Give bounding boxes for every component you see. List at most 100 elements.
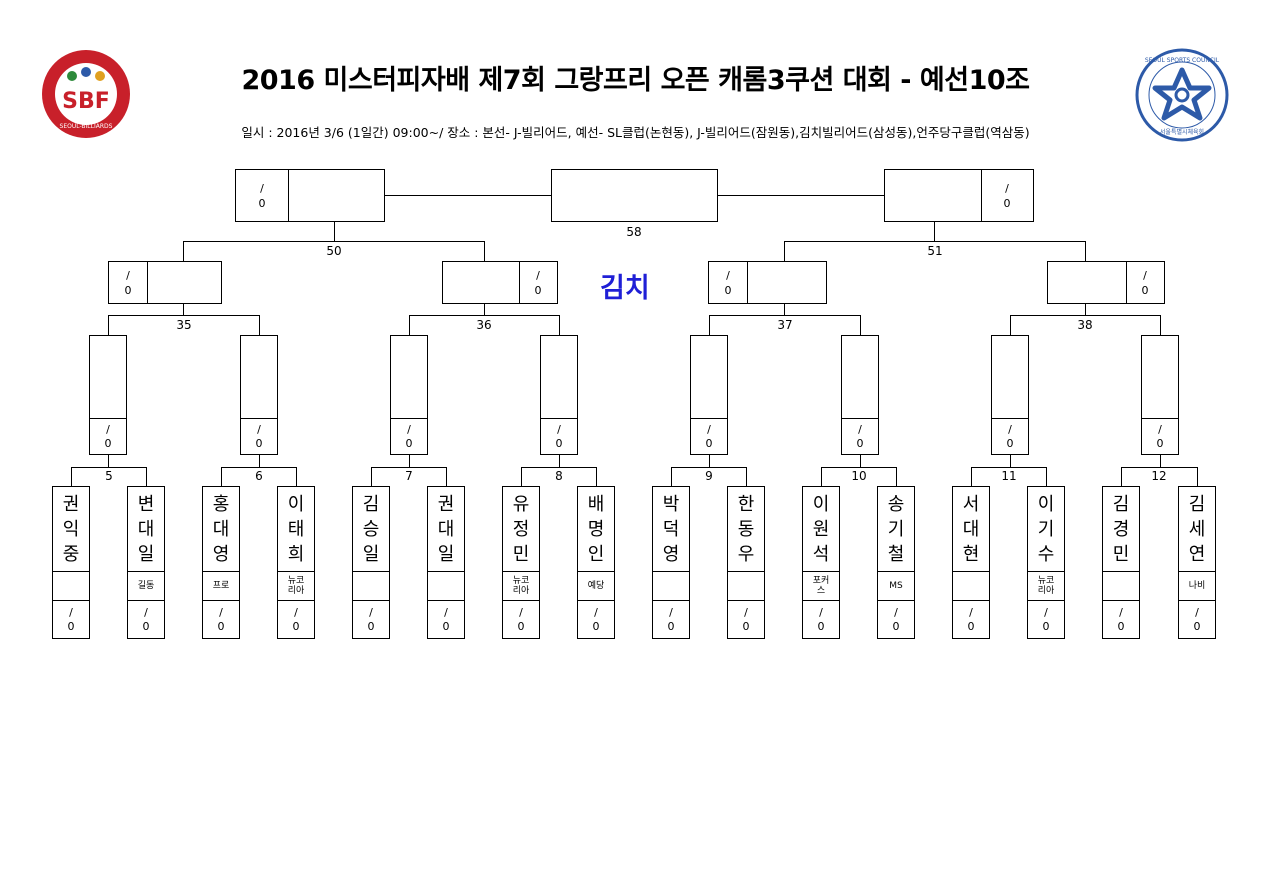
round2-slot: / 0 [390, 335, 428, 455]
bracket-line [296, 467, 297, 486]
player-name: 유 정 민 [512, 494, 530, 565]
svg-text:서울특별시체육회: 서울특별시체육회 [1160, 128, 1204, 136]
player-club: 포커 스 [803, 571, 839, 601]
bracket-line [971, 467, 1046, 468]
svg-text:SBF: SBF [62, 89, 110, 114]
semifinal-slot: / 0 [442, 261, 558, 304]
slot-score: / 0 [992, 418, 1028, 454]
round2-slot: / 0 [841, 335, 879, 455]
svg-text:SEOUL-BILLIARDS: SEOUL-BILLIARDS [60, 123, 113, 130]
player-club [53, 571, 89, 601]
player-club: 뉴코 리아 [503, 571, 539, 601]
player-name: 이 기 수 [1037, 494, 1055, 565]
player-club: 길동 [128, 571, 164, 601]
bracket-line [784, 241, 785, 261]
round2-slot: / 0 [540, 335, 578, 455]
match-number: 51 [927, 244, 943, 258]
player-score: / 0 [742, 606, 750, 633]
bracket-line [1010, 315, 1160, 316]
match-number: 38 [1077, 318, 1093, 332]
player-club [653, 571, 689, 601]
slot-score: / 0 [1141, 269, 1149, 297]
bracket-line [1010, 455, 1011, 467]
player-card: 권 대 일/ 0 [427, 486, 465, 639]
match-number: 11 [1001, 469, 1017, 483]
bracket-line [896, 467, 897, 486]
semifinal-slot: / 0 [708, 261, 827, 304]
bracket-line [1121, 467, 1197, 468]
player-score: / 0 [517, 606, 525, 633]
match-number: 7 [405, 469, 413, 483]
match-number: 9 [705, 469, 713, 483]
player-card: 한 동 우/ 0 [727, 486, 765, 639]
bracket-line [709, 315, 860, 316]
bracket-line [446, 467, 447, 486]
player-score: / 0 [442, 606, 450, 633]
player-score: / 0 [1042, 606, 1050, 633]
bracket-line [108, 455, 109, 467]
player-club [728, 571, 764, 601]
slot-score: / 0 [1003, 182, 1011, 210]
sbf-logo: SBF SEOUL-BILLIARDS [40, 48, 132, 140]
bracket-line [221, 467, 222, 486]
final-slot-left: / 0 [235, 169, 385, 222]
bracket-line [108, 315, 259, 316]
bracket-line [746, 467, 747, 486]
bracket-line [1085, 304, 1086, 315]
bracket-line [559, 315, 560, 335]
match-number: 12 [1151, 469, 1167, 483]
player-name: 권 익 중 [62, 494, 80, 565]
slot-score: / 0 [258, 182, 266, 210]
player-card: 박 덕 영/ 0 [652, 486, 690, 639]
player-score: / 0 [967, 606, 975, 633]
player-name: 서 대 현 [962, 494, 980, 565]
bracket-line [108, 315, 109, 335]
player-club: 뉴코 리아 [278, 571, 314, 601]
svg-text:SEOUL SPORTS COUNCIL: SEOUL SPORTS COUNCIL [1145, 57, 1220, 64]
bracket-line [971, 467, 972, 486]
bracket-line [709, 315, 710, 335]
final-slot-right: / 0 [884, 169, 1034, 222]
bracket-line [385, 195, 551, 196]
player-name: 송 기 철 [887, 494, 905, 565]
player-score: / 0 [817, 606, 825, 633]
bracket-line [146, 467, 147, 486]
player-club: 예당 [578, 571, 614, 601]
bracket-line [1010, 315, 1011, 335]
bracket-line [371, 467, 372, 486]
bracket-line [521, 467, 596, 468]
player-name: 이 원 석 [812, 494, 830, 565]
bracket-line [860, 315, 861, 335]
round2-slot: / 0 [240, 335, 278, 455]
player-score: / 0 [292, 606, 300, 633]
bracket-line [559, 455, 560, 467]
slot-score: / 0 [391, 418, 427, 454]
player-score: / 0 [1193, 606, 1201, 633]
bracket-line [409, 315, 410, 335]
champion-slot [551, 169, 718, 222]
bracket-line [409, 315, 559, 316]
bracket-line [1046, 467, 1047, 486]
round2-slot: / 0 [690, 335, 728, 455]
player-score: / 0 [667, 606, 675, 633]
player-club: 프로 [203, 571, 239, 601]
bracket-line [183, 241, 184, 261]
round2-slot: / 0 [991, 335, 1029, 455]
slot-divider [519, 262, 520, 303]
match-number: 50 [326, 244, 342, 258]
slot-divider [747, 262, 748, 303]
slot-score: / 0 [541, 418, 577, 454]
bracket-line [860, 455, 861, 467]
semifinal-slot: / 0 [108, 261, 222, 304]
match-number: 37 [777, 318, 793, 332]
bracket-line [671, 467, 672, 486]
slot-divider [1126, 262, 1127, 303]
slot-score: / 0 [124, 269, 132, 297]
bracket-line [221, 467, 296, 468]
